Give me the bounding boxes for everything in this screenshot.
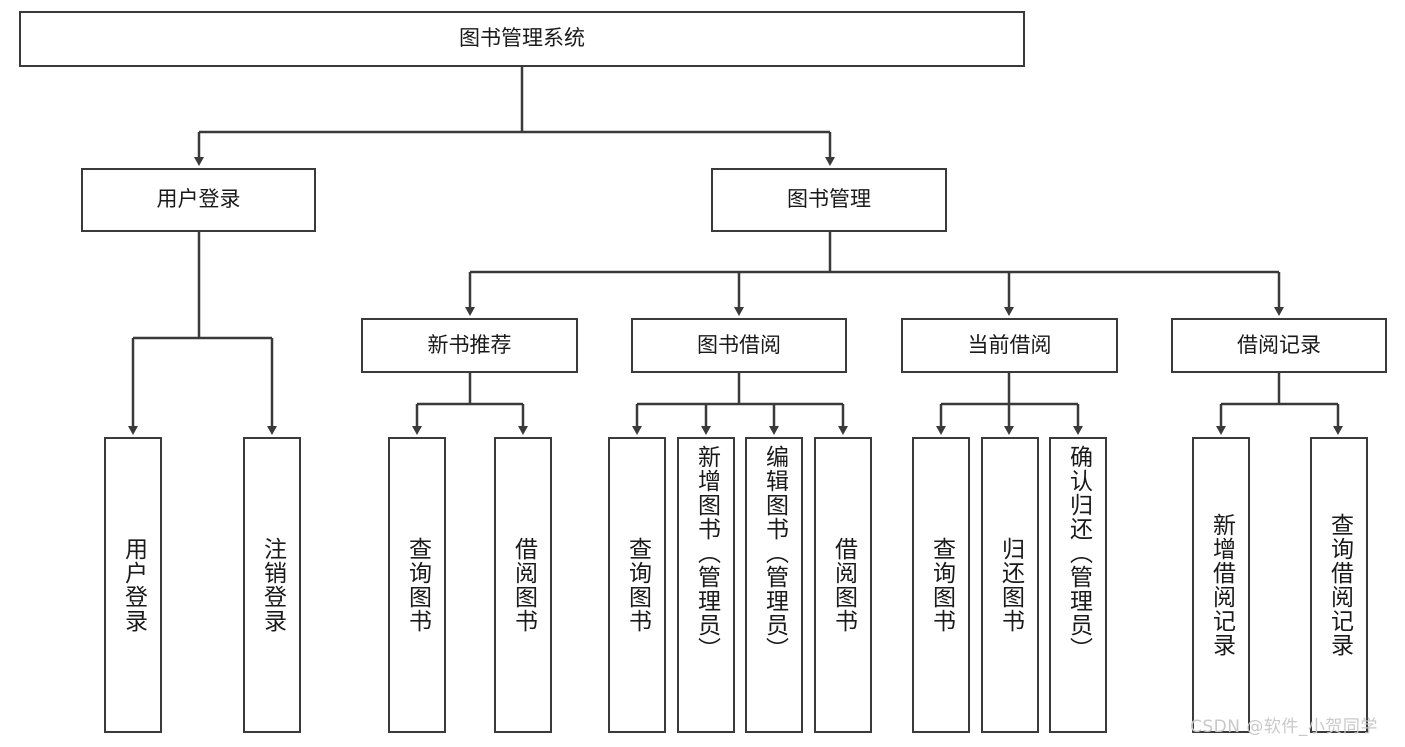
node-book-management[interactable]: 图书管理 bbox=[711, 168, 947, 232]
node-root-system[interactable]: 图书管理系统 bbox=[19, 11, 1025, 67]
node-label: 查询图书 bbox=[404, 537, 431, 633]
leaf-edit-book-admin[interactable]: 编辑图书（管理员） bbox=[745, 437, 803, 733]
node-label: 编辑图书（管理员） bbox=[761, 445, 788, 661]
node-book-borrow[interactable]: 图书借阅 bbox=[631, 318, 847, 373]
node-label: 查询借阅记录 bbox=[1326, 513, 1353, 657]
leaf-return-books[interactable]: 归还图书 bbox=[981, 437, 1039, 733]
node-label: 新书推荐 bbox=[427, 332, 512, 357]
node-new-book-recommend[interactable]: 新书推荐 bbox=[361, 318, 578, 373]
node-label: 用户登录 bbox=[120, 537, 147, 633]
node-label: 图书管理系统 bbox=[459, 26, 585, 51]
node-label: 图书借阅 bbox=[697, 332, 781, 357]
node-label: 归还图书 bbox=[997, 537, 1024, 633]
node-current-borrow[interactable]: 当前借阅 bbox=[901, 318, 1118, 373]
leaf-query-borrow-record[interactable]: 查询借阅记录 bbox=[1310, 437, 1368, 733]
leaf-logout[interactable]: 注销登录 bbox=[243, 437, 301, 733]
node-label: 注销登录 bbox=[259, 537, 286, 633]
leaf-query-books-borrow[interactable]: 查询图书 bbox=[608, 437, 666, 733]
node-label: 借阅图书 bbox=[510, 537, 537, 633]
node-label: 图书管理 bbox=[787, 187, 871, 212]
leaf-borrow-books[interactable]: 借阅图书 bbox=[814, 437, 872, 733]
node-label: 当前借阅 bbox=[967, 332, 1052, 357]
leaf-query-books-recommend[interactable]: 查询图书 bbox=[388, 437, 446, 733]
leaf-add-borrow-record[interactable]: 新增借阅记录 bbox=[1192, 437, 1250, 733]
node-label: 用户登录 bbox=[156, 187, 241, 212]
node-label: 新增图书（管理员） bbox=[693, 445, 720, 661]
leaf-user-login[interactable]: 用户登录 bbox=[104, 437, 162, 733]
leaf-borrow-books-recommend[interactable]: 借阅图书 bbox=[494, 437, 552, 733]
node-label: 确认归还（管理员） bbox=[1065, 445, 1092, 661]
csdn-watermark: CSDN @软件_小贺同学 bbox=[1190, 717, 1378, 737]
node-label: 借阅记录 bbox=[1237, 332, 1321, 357]
leaf-add-book-admin[interactable]: 新增图书（管理员） bbox=[677, 437, 735, 733]
leaf-confirm-return-admin[interactable]: 确认归还（管理员） bbox=[1049, 437, 1107, 733]
node-label: 查询图书 bbox=[624, 537, 651, 633]
node-user-login[interactable]: 用户登录 bbox=[81, 168, 316, 232]
node-borrow-records[interactable]: 借阅记录 bbox=[1171, 318, 1387, 373]
node-label: 新增借阅记录 bbox=[1208, 513, 1235, 657]
node-label: 查询图书 bbox=[928, 537, 955, 633]
node-label: 借阅图书 bbox=[830, 537, 857, 633]
leaf-query-books-current[interactable]: 查询图书 bbox=[912, 437, 970, 733]
